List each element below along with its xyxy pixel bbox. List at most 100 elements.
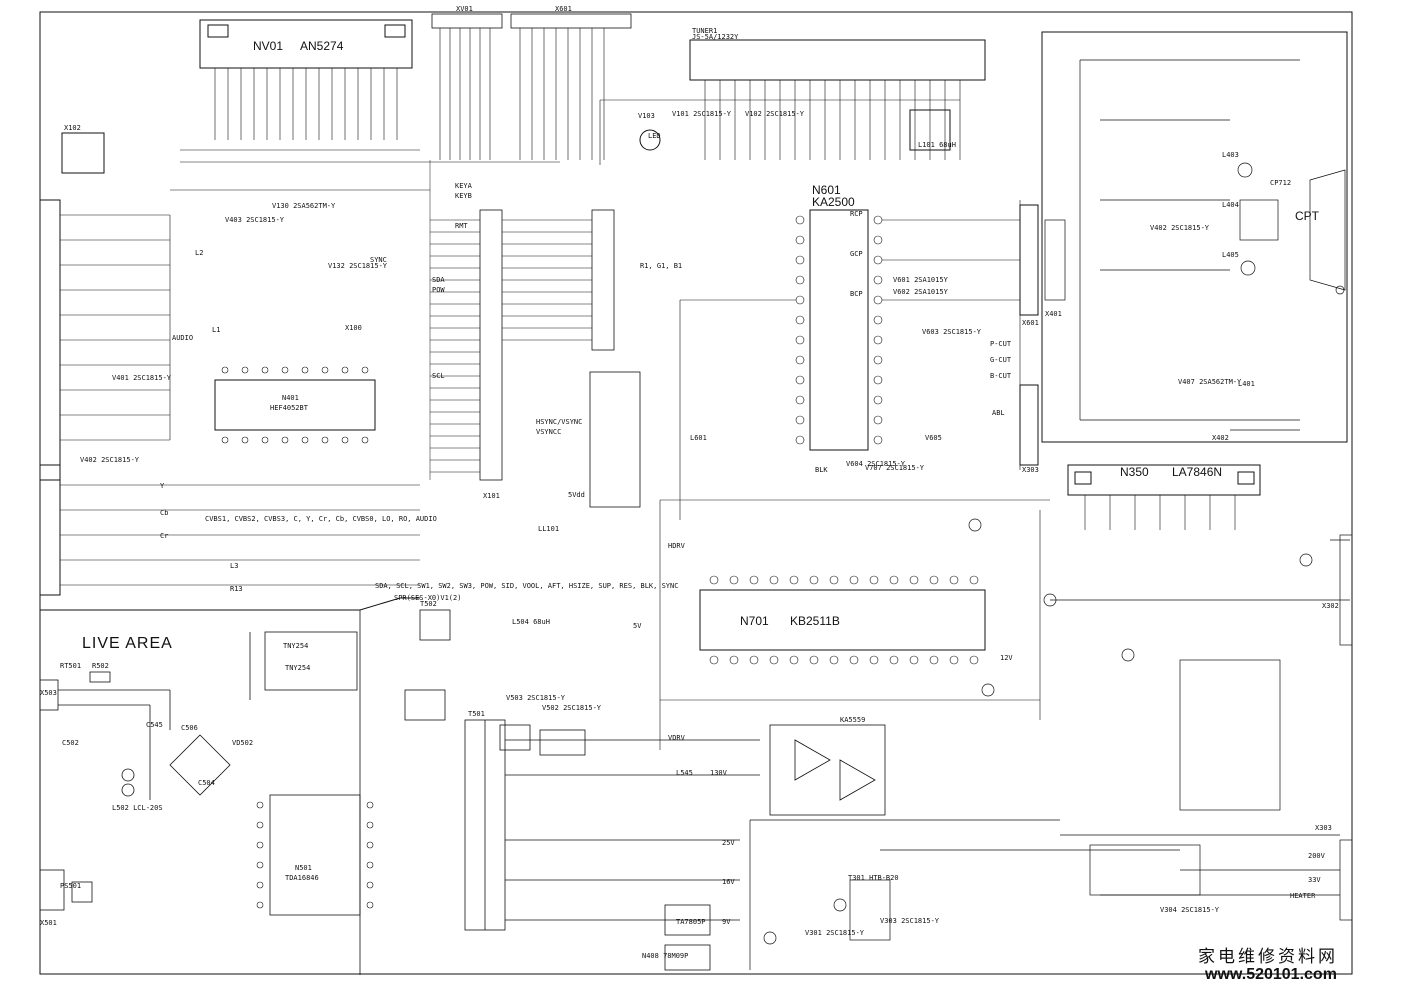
connector-x303-label: X303 bbox=[1022, 466, 1039, 474]
ps501-label: PS501 bbox=[60, 882, 81, 890]
heater-label: HEATER bbox=[1290, 892, 1316, 900]
net-sda-label: SDA bbox=[432, 276, 445, 284]
ic-ta7805p-label: TA7805P bbox=[676, 918, 706, 926]
connector-x501-label: X501 bbox=[40, 919, 57, 927]
ic-n701-ref: N701 bbox=[740, 614, 769, 628]
r502-label: R502 bbox=[92, 662, 109, 670]
right-lower-area bbox=[968, 518, 1353, 921]
ic-nv01-ref: NV01 bbox=[253, 39, 283, 53]
t501-label: T501 bbox=[468, 710, 485, 718]
transistor-v605-label: V605 bbox=[925, 434, 942, 442]
l545-label: L545 bbox=[676, 769, 693, 777]
led-label: LED bbox=[648, 132, 661, 140]
l601-label: L601 bbox=[690, 434, 707, 442]
transistor-v601-label: V601 2SA1015Y bbox=[893, 276, 949, 284]
ic-ka5559-body bbox=[769, 724, 886, 816]
ic-n401-part: HEF4052BT bbox=[270, 404, 309, 412]
net-33v-label: 33V bbox=[1308, 876, 1321, 884]
ic-nv01-body bbox=[180, 19, 560, 163]
net-130v-label: 130V bbox=[710, 769, 728, 777]
pin-rcp-label: RCP bbox=[850, 210, 863, 218]
ic-n401-ref: N401 bbox=[282, 394, 299, 402]
ic-n408-label: N408 78M09P bbox=[642, 952, 688, 960]
net-25v-label: 25V bbox=[722, 839, 735, 847]
transistor-v502-label: V502 2SC1815-Y bbox=[542, 704, 602, 712]
transistor-v401-label: V401 2SC1815-Y bbox=[112, 374, 172, 382]
transistor-v407-label: V407 2SA562TM-Y bbox=[1178, 378, 1242, 386]
net-16v-label: 16V bbox=[722, 878, 735, 886]
net-y-label: Y bbox=[160, 482, 165, 490]
x100-label: X100 bbox=[345, 324, 362, 332]
ic-ka5559-label: KA5559 bbox=[840, 716, 865, 724]
transistor-v102-label: V102 2SC1815-Y bbox=[745, 110, 805, 118]
transistor-v604-label: V604 2SC1815-Y bbox=[846, 460, 906, 468]
net-12v-label: 12V bbox=[1000, 654, 1013, 662]
transistor-v403-label: V403 2SC1815-Y bbox=[225, 216, 285, 224]
net-l3-label: L3 bbox=[230, 562, 238, 570]
pin-bcp-label: BCP bbox=[850, 290, 863, 298]
net-sync-label: SYNC bbox=[370, 256, 387, 264]
header-x101 bbox=[429, 160, 641, 508]
ic-n501-ref: N501 bbox=[295, 864, 312, 872]
transistor-v603-label: V603 2SC1815-Y bbox=[922, 328, 982, 336]
spr-label: SPR(SES-X0)V1(2) bbox=[394, 594, 461, 602]
ic-n401-body bbox=[214, 366, 376, 444]
connector-x302-label: X302 bbox=[1322, 602, 1339, 610]
net-5v-label: 5V bbox=[633, 622, 642, 630]
power-supply-area bbox=[39, 609, 760, 975]
net-hdrv-label: HDRV bbox=[668, 542, 686, 550]
ic-n350-body bbox=[1067, 464, 1261, 530]
connector-x601-side-label: X601 bbox=[1022, 319, 1039, 327]
connector-x102-label: X102 bbox=[64, 124, 81, 132]
rt501-label: RT501 bbox=[60, 662, 81, 670]
net-audio-label: AUDIO bbox=[172, 334, 193, 342]
ic-tny254-label: TNY254 bbox=[283, 642, 308, 650]
l504-label: L504 68uH bbox=[512, 618, 550, 626]
transistor-v402-label: V402 2SC1815-Y bbox=[80, 456, 140, 464]
l101-label: L101 68uH bbox=[918, 141, 956, 149]
led-symbol bbox=[639, 129, 661, 151]
ic-n601-ref: N601 bbox=[812, 183, 841, 197]
connector-x601-label: X601 bbox=[555, 5, 572, 13]
net-rmt-label: RMT bbox=[455, 222, 468, 230]
net-pow-label: POW bbox=[432, 286, 445, 294]
l401-label: L401 bbox=[1238, 380, 1255, 388]
net-bus-label: SDA, SCL, SW1, SW2, SW3, POW, SID, VOOL,… bbox=[375, 582, 678, 590]
watermark-site-name: 家电维修资料网 bbox=[1198, 947, 1338, 967]
net-l1-label: L1 bbox=[212, 326, 220, 334]
ic-n701-body bbox=[659, 499, 1050, 750]
transistor-v101-label: V101 2SC1815-Y bbox=[672, 110, 732, 118]
net-vsvcc-label: VSYNCC bbox=[536, 428, 561, 436]
watermark-url: www.520101.com bbox=[1205, 966, 1337, 983]
ic-n350-part: LA7846N bbox=[1172, 465, 1222, 479]
flyback-area bbox=[749, 819, 1201, 970]
ic-n501-part: TDA16846 bbox=[285, 874, 319, 882]
net-scl-label: SCL bbox=[432, 372, 445, 380]
top-connectors bbox=[431, 13, 632, 160]
net-cr-label: Cr bbox=[160, 532, 168, 540]
connector-x402-label: X402 bbox=[1212, 434, 1229, 442]
c506-label: C506 bbox=[181, 724, 198, 732]
left-av-connectors bbox=[39, 132, 430, 596]
transistor-v503-label: V503 2SC1815-Y bbox=[506, 694, 566, 702]
transistor-v707-label: V707 2SC1815-Y bbox=[865, 464, 925, 472]
net-cb-label: Cb bbox=[160, 509, 168, 517]
sheet-frame bbox=[39, 11, 1353, 975]
ic-n601-body bbox=[679, 200, 1039, 520]
gp-label: CP712 bbox=[1270, 179, 1291, 187]
crt-board bbox=[1044, 59, 1346, 431]
c502-label: C502 bbox=[62, 739, 79, 747]
connector-x101-label: X101 bbox=[483, 492, 500, 500]
ic-tny254-part: TNY254 bbox=[285, 664, 310, 672]
ic-n601-part: KA2500 bbox=[812, 195, 855, 209]
l403-label: L403 bbox=[1222, 151, 1239, 159]
net-blk-label: BLK bbox=[815, 466, 828, 474]
t301-label: T301 HTB-B20 bbox=[848, 874, 899, 882]
transistor-v103-label: V103 bbox=[638, 112, 655, 120]
live-area-label: LIVE AREA bbox=[82, 635, 173, 652]
ll101-label: LL101 bbox=[538, 525, 559, 533]
connector-x503-label: X503 bbox=[40, 689, 57, 697]
net-l2-label: L2 bbox=[195, 249, 203, 257]
net-hvsync-label: HSYNC/VSYNC bbox=[536, 418, 582, 426]
